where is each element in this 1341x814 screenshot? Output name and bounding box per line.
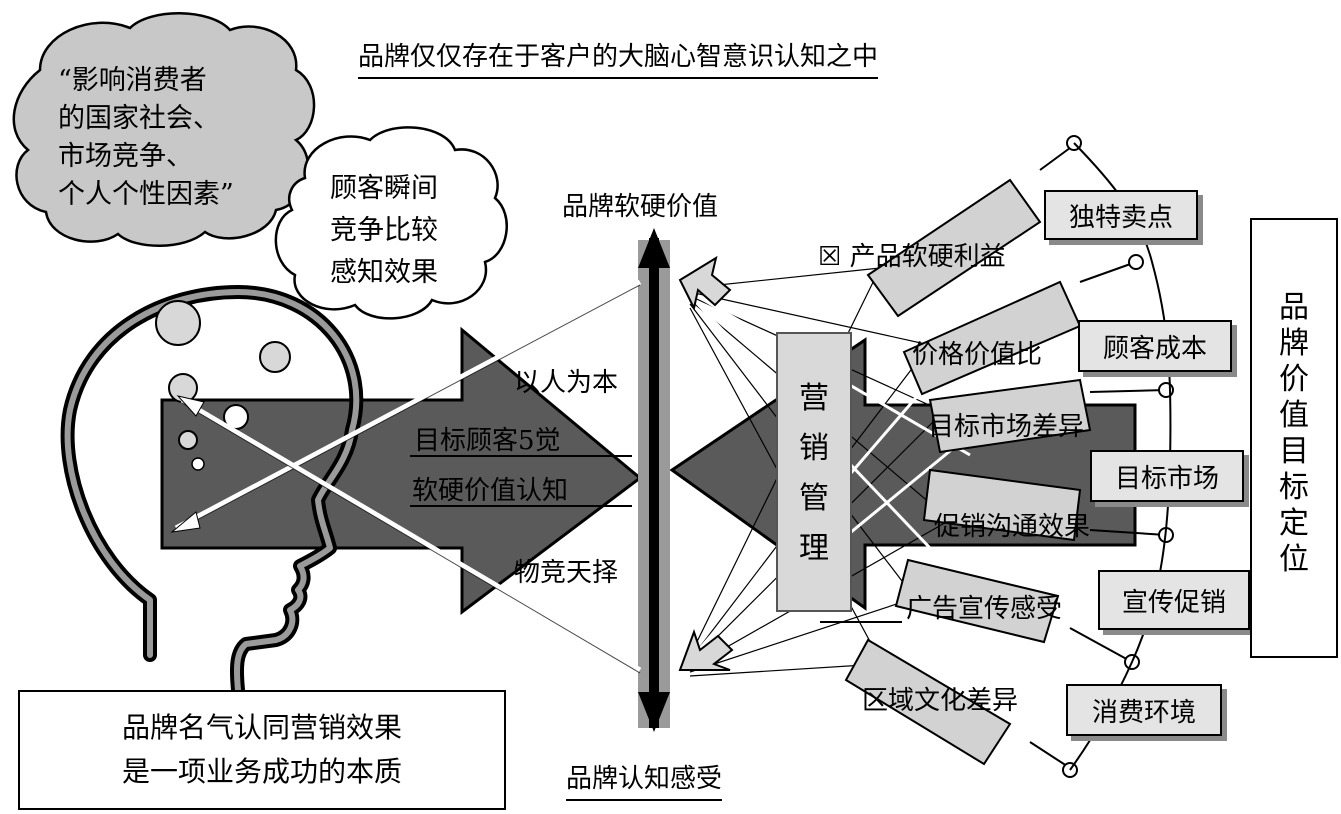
- brand-value-positioning-box: 品 牌 价 值 目 标 定 位: [1250, 218, 1338, 658]
- axis-top-label: 品牌软硬价值: [562, 192, 719, 222]
- consumption-env-box: 消费环境: [1066, 684, 1222, 736]
- marketing-char: 销: [799, 431, 829, 466]
- line-down: [180, 397, 642, 673]
- factor-promo-effect: 促销沟通效果: [934, 512, 1091, 542]
- left-arrow-middle-line1: 目标顾客5觉: [414, 426, 561, 456]
- factor-product: ☒ 产品软硬利益: [818, 242, 1006, 272]
- marketing-char: 管: [799, 481, 829, 516]
- marketing-management-box: 营 销 管 理: [776, 332, 852, 612]
- thought-bubble-5: [178, 430, 198, 450]
- positioning-char: 值: [1279, 398, 1309, 433]
- thought-bubble-1: [155, 300, 201, 346]
- bottom-note-line1: 品牌名气认同营销效果: [121, 711, 402, 744]
- factor-regional-culture: 区域文化差异: [862, 686, 1019, 716]
- influence-line: 市场竞争、: [58, 141, 193, 172]
- positioning-char: 目: [1279, 434, 1309, 469]
- left-arrow-lower-label: 物竞天择: [514, 558, 619, 588]
- customer-cloud: [274, 126, 508, 320]
- positioning-char: 品: [1279, 290, 1309, 325]
- influence-line: “影响消费者: [58, 65, 207, 96]
- customer-line: 顾客瞬间: [330, 173, 438, 204]
- factor-ad-feeling: 广告宣传感受: [906, 594, 1063, 624]
- positioning-char: 标: [1279, 470, 1309, 505]
- thought-bubble-2: [259, 341, 291, 373]
- customer-line: 感知效果: [330, 257, 438, 288]
- bottom-note-box: 品牌名气认同营销效果 是一项业务成功的本质: [18, 690, 506, 810]
- factor-market-diff: 目标市场差异: [928, 412, 1085, 442]
- bottom-note-line2: 是一项业务成功的本质: [121, 755, 402, 788]
- customer-cost-box: 顾客成本: [1078, 320, 1232, 372]
- axis-hollow-arrow-top: [678, 255, 732, 311]
- influence-line: 的国家社会、: [58, 103, 220, 134]
- influence-cloud: [12, 12, 316, 247]
- axis-arrow-up: [638, 228, 670, 268]
- left-arrow-middle-line2: 软硬价值认知: [412, 476, 569, 506]
- positioning-char: 价: [1279, 362, 1309, 397]
- influence-line: 个人个性因素”: [58, 179, 234, 210]
- target-market-box: 目标市场: [1090, 450, 1244, 502]
- marketing-char: 营: [799, 381, 829, 416]
- customer-cloud-text: 顾客瞬间 竞争比较 感知效果: [330, 168, 438, 294]
- influence-cloud-text: “影响消费者 的国家社会、 市场竞争、 个人个性因素”: [58, 62, 234, 214]
- axis-bottom-label: 品牌认知感受: [566, 758, 723, 801]
- axis-arrow-down: [638, 692, 670, 732]
- positioning-char: 定: [1279, 506, 1309, 541]
- axis-hollow-arrow-bottom: [678, 628, 734, 671]
- promotion-box: 宣传促销: [1098, 570, 1250, 630]
- customer-line: 竞争比较: [330, 215, 438, 246]
- left-arrow-upper-label: 以人为本: [514, 368, 619, 398]
- positioning-char: 牌: [1279, 326, 1309, 361]
- usp-box: 独特卖点: [1044, 190, 1198, 240]
- marketing-char: 理: [799, 531, 829, 566]
- factor-price: 价格价值比: [912, 340, 1043, 370]
- positioning-char: 位: [1279, 542, 1309, 577]
- header-title: 品牌仅仅存在于客户的大脑心智意识认知之中: [358, 36, 879, 79]
- left-big-arrow: [160, 326, 643, 616]
- thought-bubble-6: [191, 457, 205, 471]
- line-up: [174, 279, 642, 531]
- factor-bars: [844, 178, 1092, 766]
